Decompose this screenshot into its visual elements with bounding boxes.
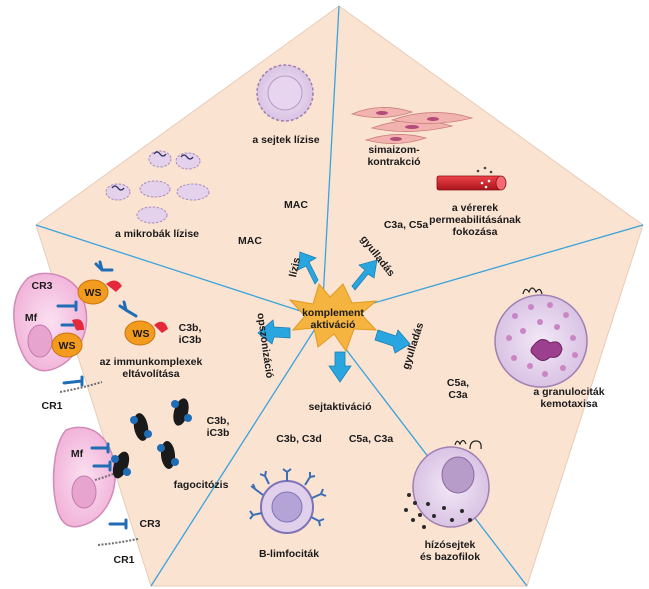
divider-bottom-left xyxy=(150,317,323,587)
mf-label-1: Mf xyxy=(25,312,38,324)
c3b-c3d-label: C3b, C3d xyxy=(276,433,322,445)
arrow-cell-activation xyxy=(328,351,352,383)
divider-right xyxy=(321,224,644,319)
center-label-line2: aktiváció xyxy=(311,319,356,331)
opsonized-microbes xyxy=(111,398,192,479)
macrophage-2 xyxy=(52,426,116,528)
c3b-ic3b-label-1-line1: C3b, xyxy=(179,322,202,334)
immune-complex-3 xyxy=(51,319,84,358)
mac-label-2: MAC xyxy=(238,235,262,247)
cell-lysis-label: a sejtek lízise xyxy=(252,134,319,146)
c3b-ic3b-label-2-line2: iC3b xyxy=(207,427,230,439)
muscle-nuclei xyxy=(376,111,439,141)
mac-label-1: MAC xyxy=(284,199,308,211)
mast-label-line1: hízósejtek xyxy=(425,539,476,551)
cr3-label-1: CR3 xyxy=(31,280,52,292)
lysed-microbes xyxy=(105,150,210,224)
ws-label-2: WS xyxy=(133,328,150,340)
divider-bottom-right xyxy=(321,317,528,587)
b-lymphocyte xyxy=(249,468,327,534)
arrow-inflammation-right xyxy=(374,329,411,354)
ws-label-1: WS xyxy=(85,287,102,299)
immune-complex-label-line2: eltávolítása xyxy=(122,368,179,380)
mast-cell xyxy=(404,439,490,529)
arrow-lysis xyxy=(297,251,319,285)
c5a-c3a-right-line1: C5a, xyxy=(447,377,469,389)
permeability-label-line2: permeabilitásának xyxy=(429,214,521,226)
blood-vessel xyxy=(436,166,507,191)
effect-arrows xyxy=(257,251,411,383)
microbe-dna xyxy=(111,151,194,191)
cr1-tails xyxy=(59,381,139,546)
permeability-label-line3: fokozása xyxy=(453,226,498,238)
c3a-c5a-label: C3a, C5a xyxy=(384,219,429,231)
target-cell xyxy=(256,64,314,122)
c5a-c3a-bottom-label: C5a, C3a xyxy=(349,433,394,445)
cr1-label-1: CR1 xyxy=(41,400,62,412)
arrow-inflammation-top xyxy=(351,259,378,291)
cr3-label-2: CR3 xyxy=(139,518,160,530)
c5a-c3a-right-line2: C3a xyxy=(448,389,467,401)
phagocytosis-label: fagocitózis xyxy=(174,479,229,491)
arrow-label-cell-activation: sejtaktiváció xyxy=(308,401,371,413)
bcell-label: B-limfociták xyxy=(259,548,319,560)
center-label-line1: komplement xyxy=(302,307,364,319)
arrow-opsonization xyxy=(257,319,291,345)
smooth-muscle-label-line2: kontrakció xyxy=(367,156,420,168)
mf-label-2: Mf xyxy=(71,448,84,460)
divider-left xyxy=(35,224,323,319)
microbe-lysis-label: a mikrobák lízise xyxy=(115,228,199,240)
c3b-ic3b-label-2-line1: C3b, xyxy=(207,415,230,427)
immune-complex-label-line1: az immunkomplexek xyxy=(100,356,203,368)
divider-top xyxy=(321,5,340,319)
arrow-label-lysis: lízis xyxy=(287,256,303,278)
immune-complex-1 xyxy=(77,260,122,305)
smooth-muscle-label-line1: simaizom- xyxy=(368,144,420,156)
segment-dividers xyxy=(35,5,644,587)
complement-starburst xyxy=(288,282,378,353)
mast-label-line2: és bazofilok xyxy=(420,551,480,563)
c3b-ic3b-label-1-line2: iC3b xyxy=(179,334,202,346)
granulocyte-label-line1: a granulociták xyxy=(533,386,604,398)
immune-complex-2 xyxy=(118,300,168,346)
granulocyte-label-line2: kemotaxisa xyxy=(540,398,597,410)
permeability-label-line1: a vérerek xyxy=(452,202,498,214)
granulocyte xyxy=(494,287,588,388)
cr1-label-2: CR1 xyxy=(113,554,134,566)
ws-label-3: WS xyxy=(59,340,76,352)
